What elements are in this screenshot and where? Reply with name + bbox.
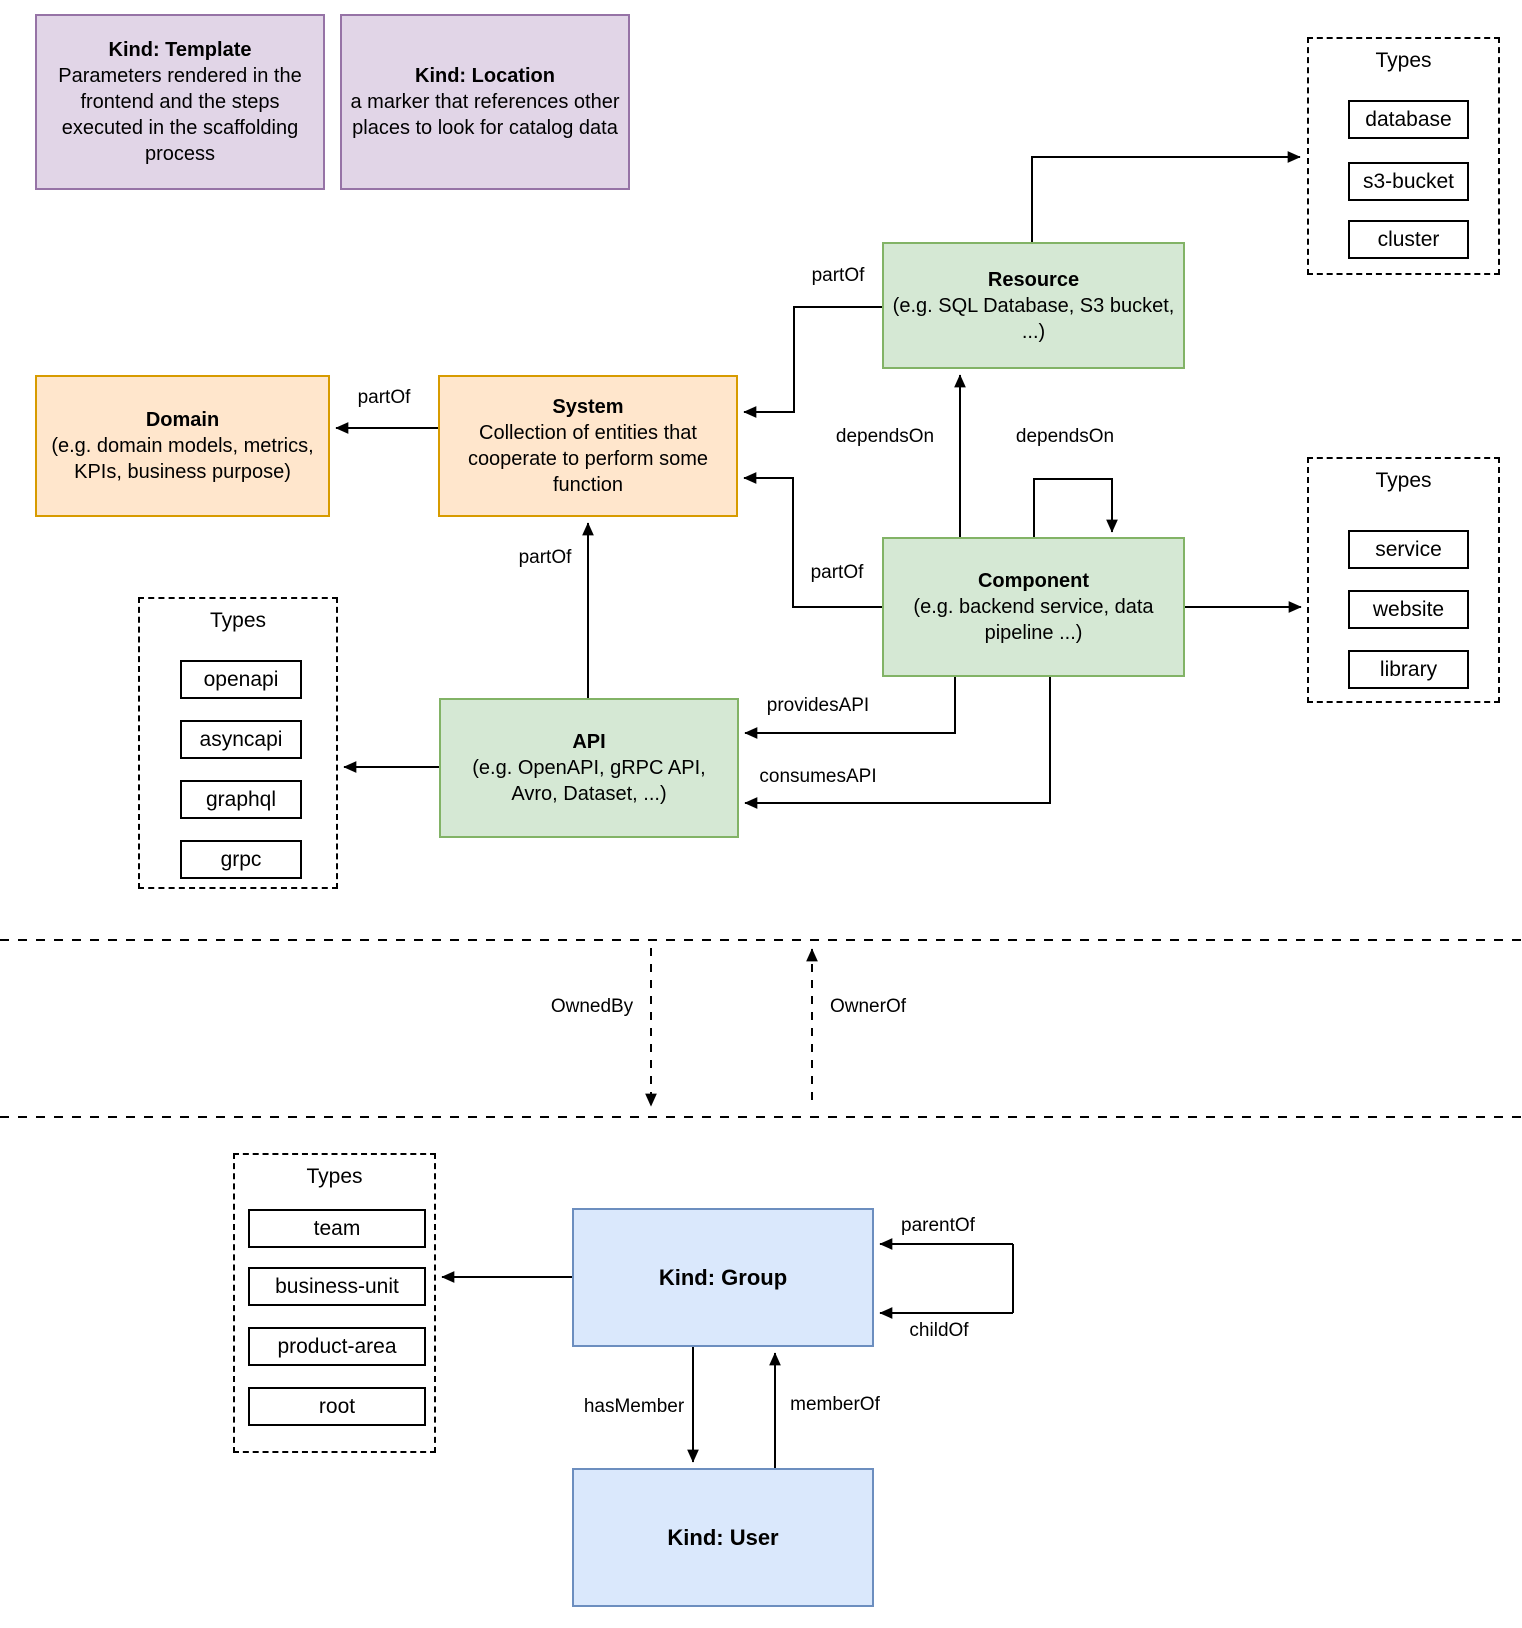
node-title: Kind: Group bbox=[658, 1264, 788, 1290]
type-item-grpc: grpc bbox=[180, 840, 302, 879]
type-item-graphql: graphql bbox=[180, 780, 302, 819]
edge-label-partof-component-system: partOf bbox=[807, 562, 867, 584]
panel-resource-types: Types database s3-bucket cluster bbox=[1307, 37, 1500, 275]
node-kind-template: Kind: Template Parameters rendered in th… bbox=[35, 14, 325, 190]
node-description: (e.g. backend service, data pipeline ...… bbox=[913, 596, 1154, 644]
edge-label-consumesapi: consumesAPI bbox=[756, 766, 880, 788]
edge-label-parentof: parentOf bbox=[898, 1215, 978, 1237]
type-item-root: root bbox=[248, 1387, 426, 1426]
edge-label-memberof: memberOf bbox=[787, 1394, 883, 1416]
node-component: Component (e.g. backend service, data pi… bbox=[882, 537, 1185, 677]
node-title: Kind: User bbox=[667, 1524, 779, 1550]
type-item-website: website bbox=[1348, 590, 1469, 629]
node-title: Component bbox=[977, 570, 1090, 592]
edge-label-providesapi: providesAPI bbox=[763, 695, 873, 717]
node-title: Kind: Template bbox=[108, 39, 252, 61]
type-item-library: library bbox=[1348, 650, 1469, 689]
edge-label-partof-system-domain: partOf bbox=[354, 387, 414, 409]
node-description: a marker that references other places to… bbox=[350, 91, 620, 139]
type-item-service: service bbox=[1348, 530, 1469, 569]
edge-component-consumesapi bbox=[744, 677, 1051, 809]
node-title: System bbox=[552, 396, 624, 418]
node-kind-group: Kind: Group bbox=[572, 1208, 874, 1347]
panel-group-types: Types team business-unit product-area ro… bbox=[233, 1153, 436, 1453]
type-item-openapi: openapi bbox=[180, 660, 302, 699]
node-title: Resource bbox=[987, 268, 1080, 291]
type-item-team: team bbox=[248, 1209, 426, 1248]
edge-component-partof-system bbox=[743, 472, 882, 608]
type-item-s3-bucket: s3-bucket bbox=[1348, 162, 1469, 201]
panel-title: Types bbox=[306, 1165, 363, 1188]
panel-title: Types bbox=[209, 609, 267, 632]
edge-label-ownerof: OwnerOf bbox=[826, 996, 910, 1018]
edge-resource-partof-system bbox=[743, 306, 882, 418]
type-item-cluster: cluster bbox=[1348, 220, 1469, 259]
panel-api-types: Types openapi asyncapi graphql grpc bbox=[138, 597, 338, 889]
panel-component-types: Types service website library bbox=[1307, 457, 1500, 703]
panel-title: Types bbox=[1375, 469, 1432, 492]
node-api: API (e.g. OpenAPI, gRPC API, Avro, Datas… bbox=[439, 698, 739, 838]
edge-component-providesapi bbox=[744, 677, 956, 739]
node-system: System Collection of entities that coope… bbox=[438, 375, 738, 517]
node-title: API bbox=[572, 731, 606, 753]
node-description: (e.g. SQL Database, S3 bucket, ...) bbox=[892, 294, 1175, 343]
edge-label-childof: childOf bbox=[906, 1320, 972, 1342]
edge-label-dependson-resource: dependsOn bbox=[832, 426, 938, 448]
type-item-business-unit: business-unit bbox=[248, 1267, 426, 1306]
node-description: (e.g. domain models, metrics, KPIs, busi… bbox=[51, 435, 314, 483]
node-title: Kind: Location bbox=[415, 65, 555, 87]
edge-label-dependson-self: dependsOn bbox=[1012, 426, 1118, 448]
node-description: (e.g. OpenAPI, gRPC API, Avro, Dataset, … bbox=[472, 757, 706, 805]
type-item-product-area: product-area bbox=[248, 1327, 426, 1366]
edge-resource-to-types bbox=[1031, 151, 1301, 242]
node-description: Collection of entities that cooperate to… bbox=[467, 422, 709, 496]
node-domain: Domain (e.g. domain models, metrics, KPI… bbox=[35, 375, 330, 517]
edge-component-dependson-self bbox=[1033, 478, 1118, 537]
node-kind-location: Kind: Location a marker that references … bbox=[340, 14, 630, 190]
node-title: Domain bbox=[145, 409, 220, 431]
edge-label-partof-api-system: partOf bbox=[515, 547, 575, 569]
type-item-database: database bbox=[1348, 100, 1469, 139]
node-description: Parameters rendered in the frontend and … bbox=[58, 65, 302, 165]
node-resource: Resource (e.g. SQL Database, S3 bucket, … bbox=[882, 242, 1185, 369]
node-kind-user: Kind: User bbox=[572, 1468, 874, 1607]
edge-label-hasmember: hasMember bbox=[580, 1396, 688, 1418]
type-item-asyncapi: asyncapi bbox=[180, 720, 302, 759]
panel-title: Types bbox=[1375, 49, 1432, 72]
edge-label-ownedby: OwnedBy bbox=[547, 996, 637, 1018]
edge-label-partof-resource-system: partOf bbox=[808, 265, 868, 287]
